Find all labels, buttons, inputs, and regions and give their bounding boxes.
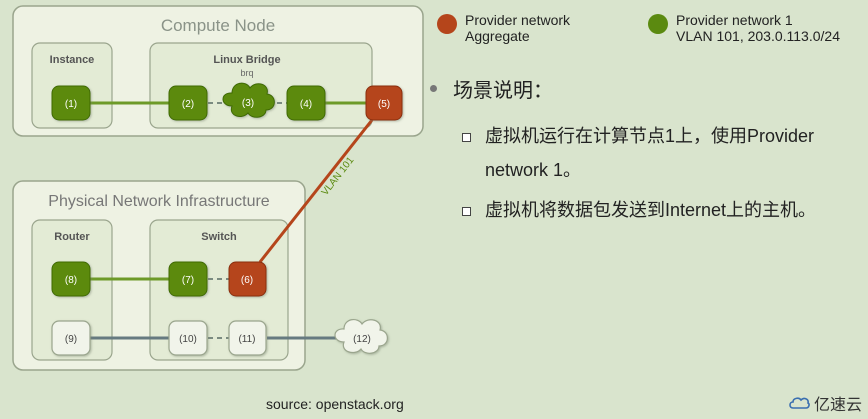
- source-caption: source: openstack.org: [266, 396, 404, 412]
- legend-network1: Provider network 1 VLAN 101, 203.0.113.0…: [648, 12, 840, 44]
- watermark: 亿速云: [788, 391, 862, 415]
- node-3-cloud: (3): [222, 82, 275, 118]
- node-12-cloud: (12): [334, 319, 388, 354]
- scenario-item: 虚拟机运行在计算节点1上，使用Provider network 1。: [462, 119, 868, 187]
- node-11: (11): [228, 320, 267, 356]
- router-label: Router: [54, 231, 90, 243]
- node-8: (8): [51, 261, 91, 297]
- bullet-dot-icon: [430, 85, 437, 92]
- node-1: (1): [51, 85, 91, 121]
- legend-network1-label: Provider network 1 VLAN 101, 203.0.113.0…: [676, 12, 840, 44]
- node-4: (4): [286, 85, 326, 121]
- scenario-list: 虚拟机运行在计算节点1上，使用Provider network 1。 虚拟机将数…: [430, 119, 868, 227]
- node-5: (5): [365, 85, 403, 121]
- scenario-section: 场景说明： 虚拟机运行在计算节点1上，使用Provider network 1。…: [430, 74, 868, 233]
- svg-text:(1): (1): [65, 99, 77, 110]
- svg-text:(12): (12): [353, 334, 371, 345]
- node-9: (9): [51, 320, 91, 356]
- svg-text:(7): (7): [182, 275, 194, 286]
- scenario-title-text: 场景说明：: [453, 80, 553, 102]
- legend-aggregate-swatch: [437, 14, 457, 34]
- svg-text:(4): (4): [300, 99, 312, 110]
- watermark-text: 亿速云: [813, 397, 862, 414]
- scenario-item-text: 虚拟机运行在计算节点1上，使用Provider network 1。: [485, 126, 815, 180]
- scenario-item-text: 虚拟机将数据包发送到Internet上的主机。: [485, 200, 817, 220]
- link-5-6: [258, 119, 374, 263]
- legend-network1-swatch: [648, 14, 668, 34]
- node-10: (10): [168, 320, 208, 356]
- linux-bridge-label: Linux Bridge: [213, 54, 280, 66]
- svg-text:(5): (5): [378, 99, 390, 110]
- legend-aggregate: Provider network Aggregate: [437, 12, 570, 44]
- square-bullet-icon: [462, 207, 471, 216]
- scenario-item: 虚拟机将数据包发送到Internet上的主机。: [462, 193, 868, 227]
- svg-text:(3): (3): [242, 98, 254, 109]
- svg-text:(6): (6): [241, 275, 253, 286]
- svg-text:(11): (11): [238, 334, 255, 345]
- node-2: (2): [168, 85, 208, 121]
- instance-label: Instance: [50, 54, 95, 66]
- compute-node-label: Compute Node: [161, 16, 275, 35]
- svg-text:(9): (9): [65, 334, 77, 345]
- node-7: (7): [168, 261, 208, 297]
- switch-label: Switch: [201, 231, 237, 243]
- square-bullet-icon: [462, 133, 471, 142]
- svg-text:(8): (8): [65, 275, 77, 286]
- svg-text:(10): (10): [179, 334, 197, 345]
- legend-aggregate-label: Provider network Aggregate: [465, 12, 571, 44]
- node-6: (6): [228, 261, 267, 297]
- cloud-logo-icon: [789, 397, 810, 409]
- physical-network-label: Physical Network Infrastructure: [48, 193, 270, 210]
- brq-label: brq: [240, 68, 253, 78]
- scenario-title: 场景说明：: [430, 74, 868, 103]
- svg-text:(2): (2): [182, 99, 194, 110]
